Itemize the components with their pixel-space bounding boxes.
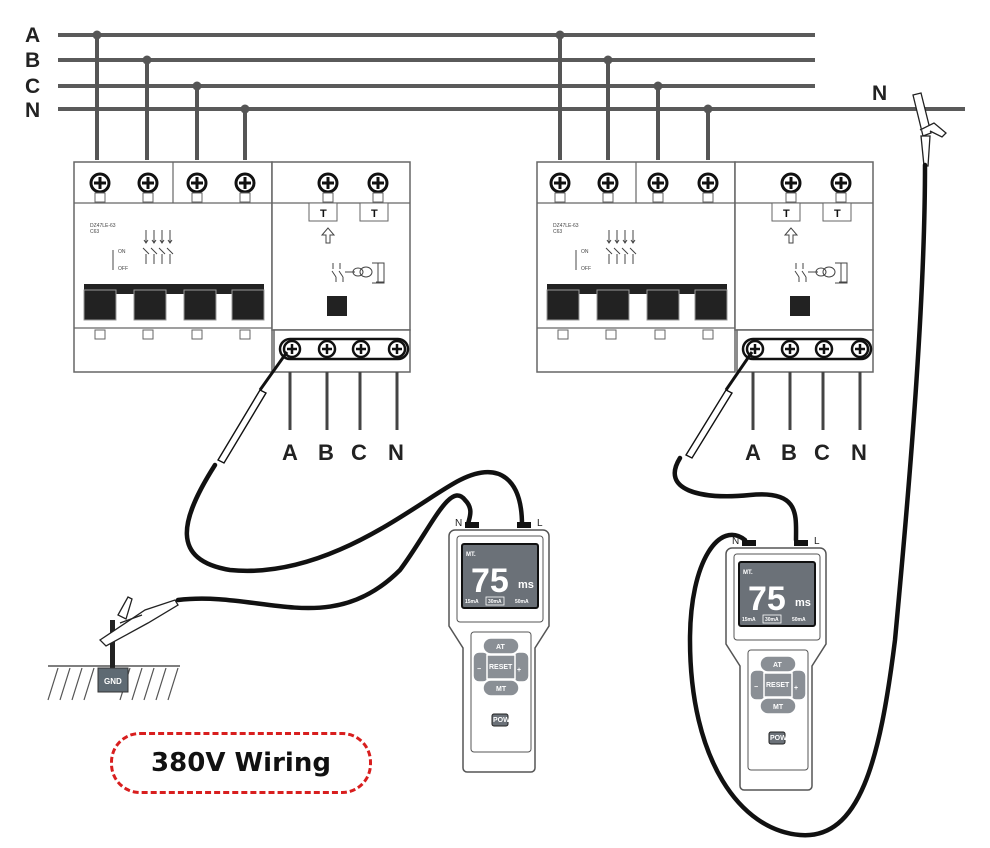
screen-reading: 75 (748, 580, 786, 618)
test-label-2: T (834, 208, 841, 220)
alligator-clip-neutral-icon (912, 92, 947, 167)
current-option-1: 15mA (742, 617, 756, 623)
at-key[interactable] (759, 655, 797, 673)
test-label-1: T (783, 208, 790, 220)
bus-label-n-right: N (872, 82, 887, 105)
breaker-rating-text: C63 (553, 229, 562, 235)
current-option-2: 30mA (765, 617, 779, 623)
rcd-breaker-right: DZ47LE-63 C63 ON OFF T T (536, 161, 874, 465)
mt-key[interactable] (759, 697, 797, 715)
reset-key[interactable] (486, 654, 516, 680)
breaker-model-text: DZ47LE-63 (553, 223, 579, 229)
rcd-tester-right: N L MT. 75 ms 15mA 30mA 50mA AT − + RESE… (725, 536, 827, 791)
output-label-b: B (318, 440, 334, 465)
current-option-3: 50mA (792, 617, 806, 623)
breaker-off-label: OFF (118, 266, 128, 272)
at-key-label: AT (773, 662, 783, 669)
breaker-handles[interactable] (546, 284, 728, 321)
current-option-2: 30mA (488, 599, 502, 605)
at-key-label: AT (496, 644, 506, 651)
screen-mode: MT. (743, 570, 753, 576)
output-label-a: A (282, 440, 298, 465)
bus-bars: A B C N N (25, 24, 965, 122)
mt-key[interactable] (482, 679, 520, 697)
current-option-1: 15mA (465, 599, 479, 605)
screen-mode: MT. (466, 552, 476, 558)
alligator-clip-ground-icon (98, 596, 179, 647)
rcd-breaker-left: DZ47LE-63 C63 ON OFF T T (73, 161, 411, 465)
breaker-switch-symbol-icon (605, 230, 637, 264)
power-key-label: POWER (493, 717, 519, 724)
test-label-2: T (371, 208, 378, 220)
terminal-screws-top (549, 172, 719, 203)
output-label-c: C (351, 440, 367, 465)
bus-label-a: A (25, 24, 40, 47)
breaker-on-label: ON (581, 249, 589, 255)
drops-left (92, 30, 250, 160)
ground-electrode: GND (47, 620, 180, 701)
bus-label-n: N (25, 99, 40, 122)
terminal-screws-top (89, 172, 256, 203)
port-label-l: L (537, 518, 543, 529)
plus-key-label: + (517, 667, 521, 674)
output-label-a: A (745, 440, 761, 465)
breaker-rating-text: C63 (90, 229, 99, 235)
output-label-b: B (781, 440, 797, 465)
arrow-up-icon (320, 227, 336, 244)
port-label-l: L (814, 536, 820, 547)
test-box-2 (822, 202, 852, 222)
screen-reading: 75 (471, 562, 509, 600)
bus-label-c: C (25, 75, 40, 98)
power-key[interactable] (768, 731, 786, 745)
port-label-n: N (455, 518, 462, 529)
mt-key-label: MT (496, 686, 507, 693)
drops-right (555, 30, 713, 160)
test-box-1 (771, 202, 801, 222)
reset-key-label: RESET (489, 664, 513, 671)
output-label-c: C (814, 440, 830, 465)
test-cables (175, 162, 928, 838)
screen-unit: ms (518, 579, 534, 591)
test-button[interactable] (327, 296, 347, 316)
breaker-on-label: ON (118, 249, 126, 255)
arrow-up-icon (783, 227, 799, 244)
test-box-1 (308, 202, 338, 222)
at-key[interactable] (482, 637, 520, 655)
gnd-label: GND (104, 677, 122, 686)
power-key[interactable] (491, 713, 509, 727)
breaker-off-label: OFF (581, 266, 591, 272)
rcd-circuit-symbol-icon (331, 262, 385, 284)
power-key-label: POWER (770, 735, 796, 742)
tester-screen (461, 543, 539, 609)
breaker-handles[interactable] (83, 284, 265, 321)
diagram-caption: 380V Wiring (110, 732, 372, 794)
plus-key-label: + (794, 685, 798, 692)
test-button[interactable] (790, 296, 810, 316)
reset-key[interactable] (763, 672, 793, 698)
tester-screen (738, 561, 816, 627)
minus-key-label: − (477, 666, 481, 673)
port-label-n: N (732, 536, 739, 547)
bus-label-b: B (25, 49, 40, 72)
rcd-circuit-symbol-icon (794, 262, 848, 284)
minus-key-label: − (754, 684, 758, 691)
mt-key-label: MT (773, 704, 784, 711)
reset-key-label: RESET (766, 682, 790, 689)
screen-unit: ms (795, 597, 811, 609)
test-box-2 (359, 202, 389, 222)
current-option-3: 50mA (515, 599, 529, 605)
rcd-tester-left: N L MT. 75 ms 15mA 30mA 50mA AT − + RESE… (448, 518, 550, 773)
breaker-switch-symbol-icon (142, 230, 174, 264)
test-label-1: T (320, 208, 327, 220)
output-label-n: N (388, 440, 404, 465)
output-label-n: N (851, 440, 867, 465)
breaker-model-text: DZ47LE-63 (90, 223, 116, 229)
